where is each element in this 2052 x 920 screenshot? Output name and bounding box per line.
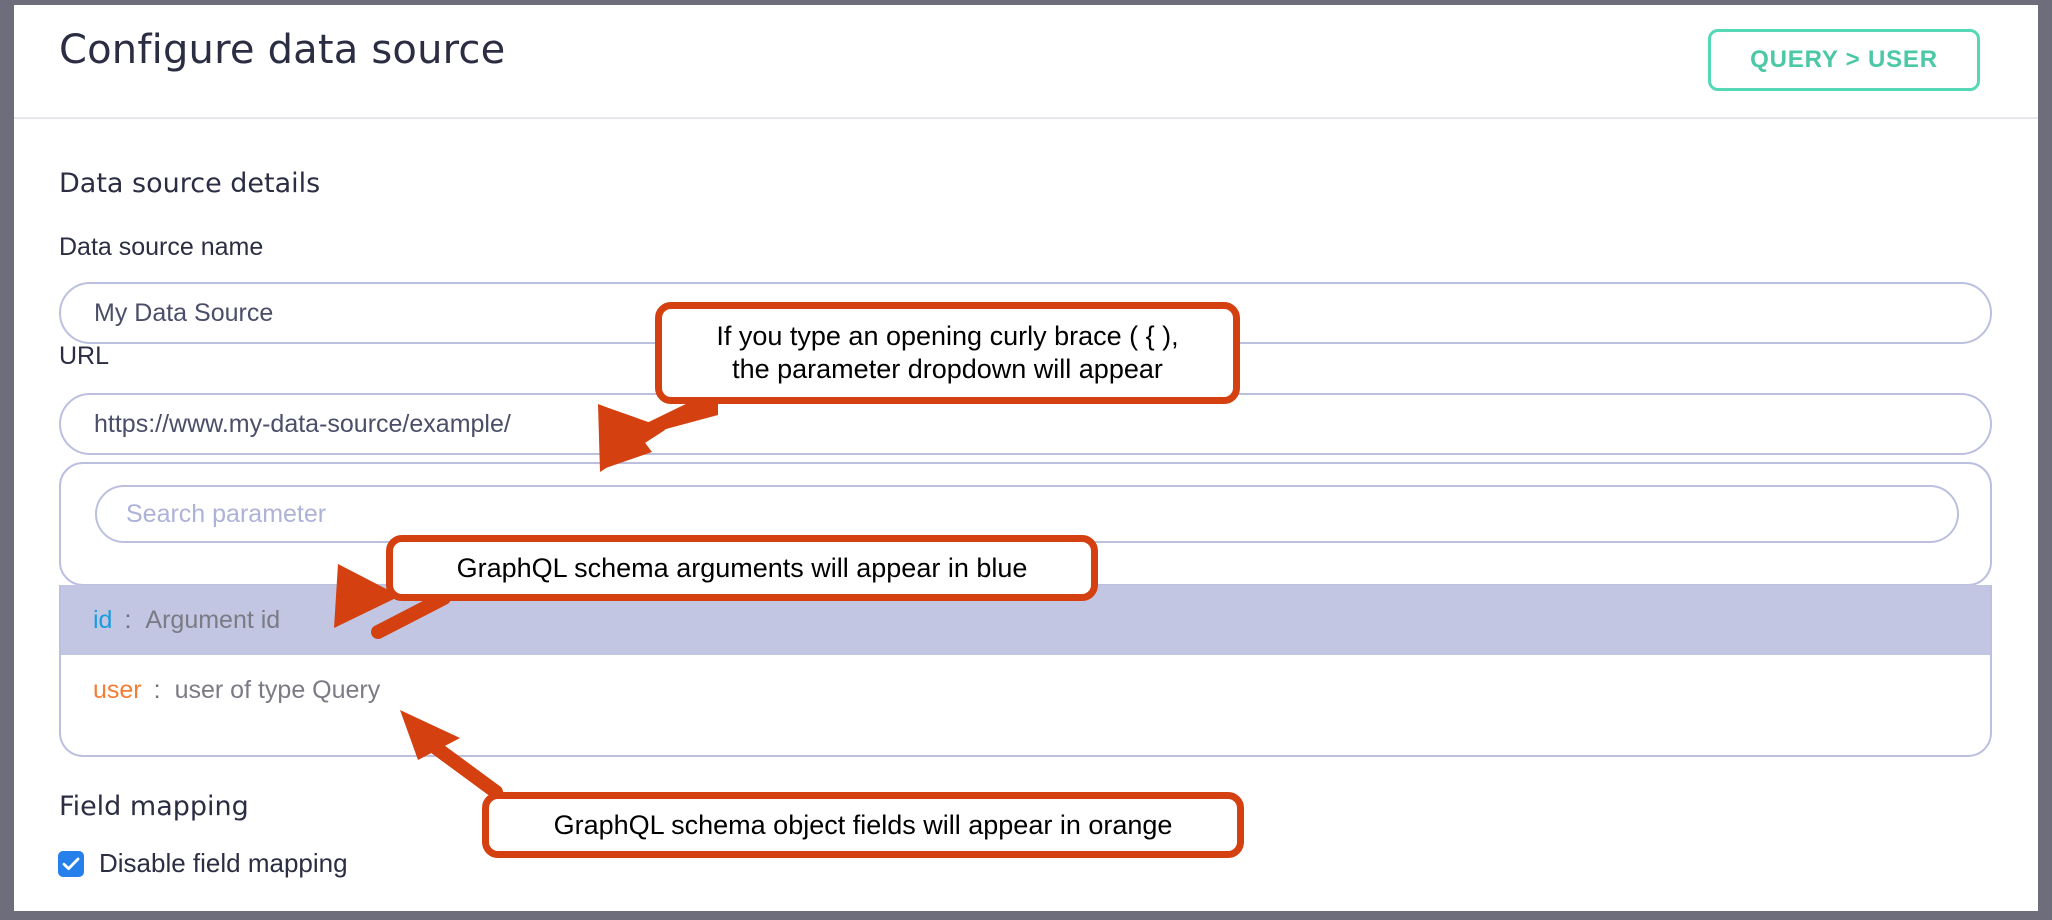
disable-field-mapping-row[interactable]: Disable field mapping	[58, 848, 348, 879]
parameter-dropdown-panel: Search parameter	[59, 462, 1992, 586]
window-frame-left	[0, 0, 14, 920]
parameter-key: id	[93, 605, 113, 634]
callout-arguments-blue-hint: GraphQL schema arguments will appear in …	[386, 535, 1098, 601]
disable-field-mapping-label: Disable field mapping	[99, 848, 348, 878]
field-mapping-heading: Field mapping	[59, 791, 249, 822]
callout-1-line1: If you type an opening curly brace ( { )…	[716, 321, 1179, 352]
parameter-key: user	[93, 675, 142, 704]
query-user-button[interactable]: QUERY > USER	[1708, 29, 1980, 91]
checkbox-checked-icon[interactable]	[58, 850, 84, 877]
parameter-separator: :	[153, 675, 161, 704]
callout-curly-brace-hint: If you type an opening curly brace ( { )…	[655, 302, 1240, 404]
window-frame-top	[0, 0, 2052, 5]
url-label: URL	[59, 342, 110, 370]
page-title: Configure data source	[59, 27, 506, 73]
window-frame-right	[2038, 0, 2052, 920]
window-frame-bottom	[0, 911, 2052, 920]
data-source-details-heading: Data source details	[59, 168, 321, 199]
callout-object-fields-orange-hint: GraphQL schema object fields will appear…	[482, 792, 1244, 858]
parameter-description: user of type Query	[174, 675, 381, 704]
parameter-description: Argument id	[145, 605, 281, 634]
parameter-separator: :	[124, 605, 132, 634]
card-header: Configure data source QUERY > USER	[14, 5, 2038, 119]
parameter-list-item-user[interactable]: user : user of type Query	[61, 655, 1990, 725]
configure-data-source-card: Configure data source QUERY > USER Data …	[14, 5, 2038, 911]
data-source-name-label: Data source name	[59, 233, 264, 261]
parameter-list: id : Argument id user : user of type Que…	[59, 585, 1992, 757]
callout-1-line2: the parameter dropdown will appear	[732, 354, 1163, 384]
